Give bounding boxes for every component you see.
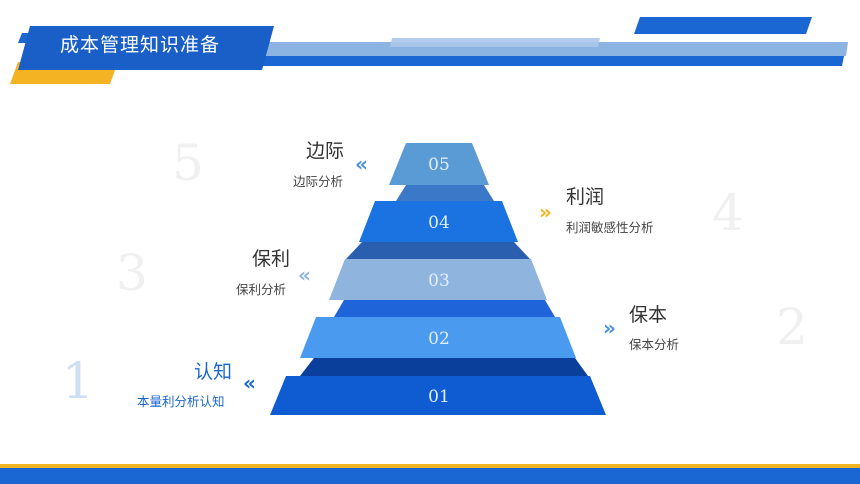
pyramid-level-04: 04 [359,201,518,242]
svg-text:01: 01 [428,387,450,407]
svg-text:03: 03 [428,271,450,291]
pyramid-level-03: 03 [329,259,547,300]
footer-bar [0,464,860,484]
item-title-baoli: 保利 [252,248,291,270]
item-number-5: 5 [172,134,204,192]
item-subtitle-baoli: 保利分析 [236,282,287,297]
chevron-right-icon: » [539,200,552,224]
chevron-left-icon: « [355,152,368,176]
item-title-bianji: 边际 [306,140,345,162]
pyramid-level-02: 02 [300,317,576,358]
item-subtitle-bianji: 边际分析 [293,174,344,189]
item-title-baoben: 保本 [629,304,668,326]
chevron-left-icon: « [243,371,256,395]
svg-text:04: 04 [428,213,450,233]
svg-text:05: 05 [428,155,450,175]
item-title-renzhi: 认知 [194,361,233,383]
footer-accent-line [0,464,860,468]
header-decoration: 成本管理知识准备 [0,0,860,100]
item-number-4: 4 [712,184,744,242]
chevron-right-icon: » [603,316,616,340]
item-subtitle-lirun: 利润敏感性分析 [566,220,654,235]
item-subtitle-baoben: 保本分析 [629,337,680,352]
chevron-left-icon: « [298,263,311,287]
page-title: 成本管理知识准备 [60,34,221,56]
item-subtitle-renzhi: 本量利分析认知 [137,394,225,409]
pyramid-level-05: 05 [389,143,489,185]
footer-blue-band [0,468,860,484]
item-number-2: 2 [776,298,808,356]
item-title-lirun: 利润 [566,186,605,208]
item-number-1: 1 [62,352,94,410]
item-number-3: 3 [116,244,148,302]
pyramid-level-01: 01 [270,376,606,415]
svg-text:02: 02 [428,329,450,349]
